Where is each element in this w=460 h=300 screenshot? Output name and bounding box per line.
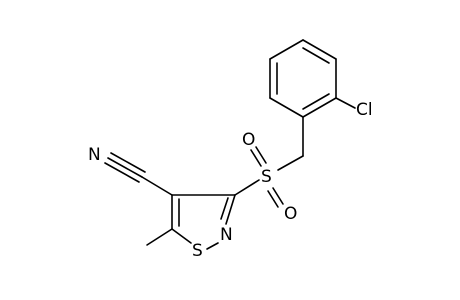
n-s-bond: [206, 242, 219, 250]
nitrile-triple-bond: [110, 152, 146, 173]
c4-cn-bond: [141, 176, 173, 196]
ring-bond: [302, 97, 337, 118]
sulfonyl-oxygen-upper-label: O: [242, 130, 255, 150]
ring-bond: [269, 97, 304, 118]
chlorine-atom-label: Cl: [356, 100, 373, 120]
s-o-lower-bond: [272, 187, 284, 205]
ch2-s-bond: [277, 155, 304, 171]
methyl-bond: [146, 228, 173, 246]
nitrile-triple-bond: [107, 157, 143, 178]
ring-double-bond: [302, 47, 330, 64]
nitrile-triple-bond: [104, 162, 140, 183]
ring-double-bond: [302, 93, 330, 110]
c3-n-double-bond: [225, 194, 236, 225]
ring-bond: [269, 39, 304, 60]
ring-nitrogen-label: N: [220, 225, 233, 245]
s-o-lower-bond: [267, 190, 279, 208]
ring-sulfur-label: S: [192, 241, 203, 261]
nitrile-nitrogen-label: N: [88, 145, 101, 165]
s-o-upper-bond: [250, 149, 262, 167]
s-o-upper-bond: [255, 146, 267, 164]
s-c3-bond: [234, 179, 260, 196]
sulfonyl-sulfur-label: S: [261, 167, 272, 187]
c-cl-bond: [335, 97, 356, 109]
isothiazole-ring: [171, 194, 236, 250]
c3-n-double-bond: [220, 197, 229, 220]
s-c5-bond: [171, 228, 192, 244]
sulfonyl-oxygen-lower-label: O: [284, 204, 297, 224]
ring-bond: [302, 39, 337, 60]
benzene-ring: [269, 39, 337, 118]
